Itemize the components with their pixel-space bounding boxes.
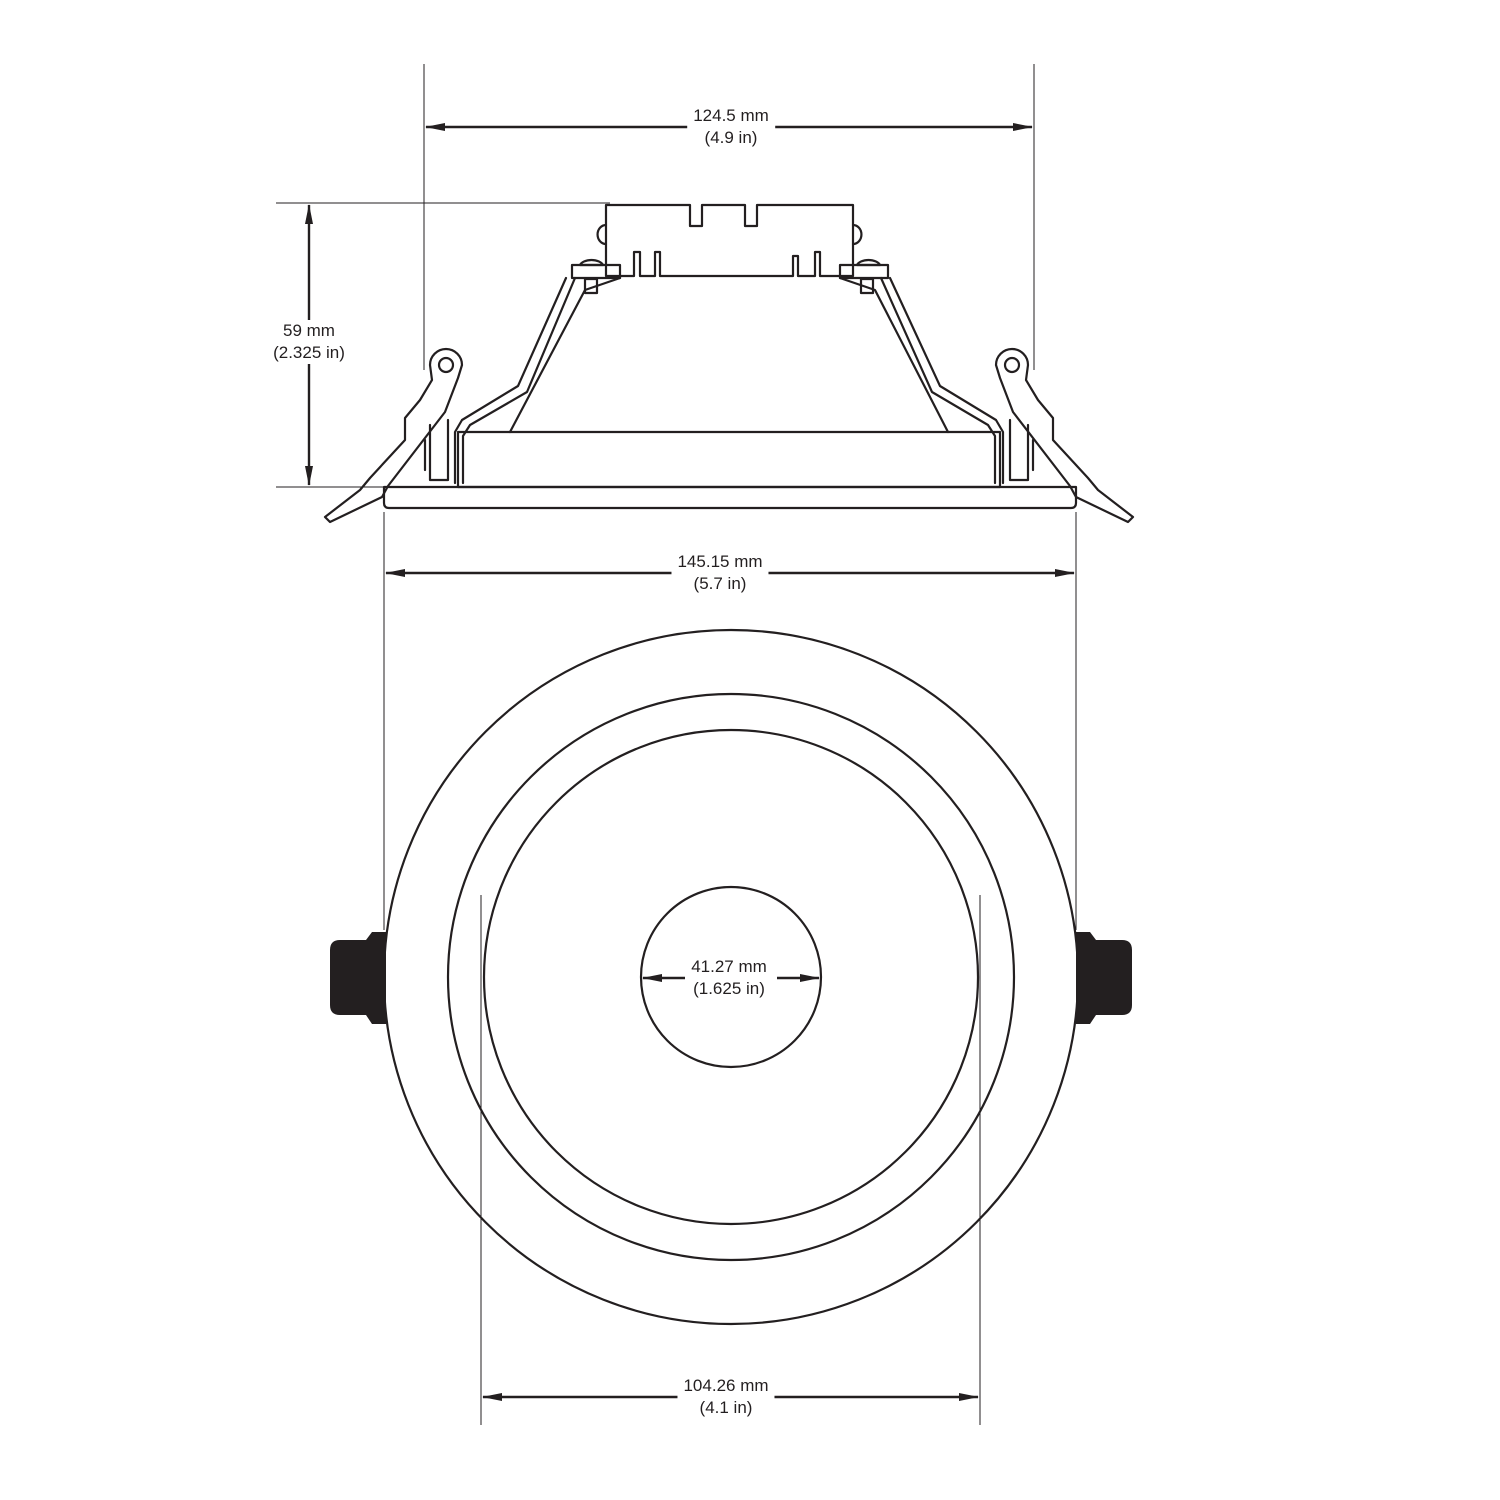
overall-width-in: (5.7 in) xyxy=(693,574,747,593)
middle-ring xyxy=(446,692,1016,1262)
cutout-label: 104.26 mm (4.1 in) xyxy=(677,1375,775,1419)
right-clip-tab xyxy=(1076,932,1132,1024)
center-opening-label: 41.27 mm (1.625 in) xyxy=(685,956,773,1000)
height-label: 59 mm (2.325 in) xyxy=(267,320,351,364)
left-spring-clip xyxy=(323,347,464,524)
right-spring-clip xyxy=(994,347,1135,524)
trim-flange xyxy=(382,485,1078,510)
top-width-label: 124.5 mm (4.9 in) xyxy=(687,105,775,149)
center-opening-in: (1.625 in) xyxy=(693,979,765,998)
overall-width-mm: 145.15 mm xyxy=(677,552,763,571)
top-width-in: (4.9 in) xyxy=(704,128,758,147)
inner-reflector-ring xyxy=(482,728,980,1226)
top-width-mm: 124.5 mm xyxy=(693,106,769,125)
center-opening xyxy=(639,885,823,1069)
height-mm: 59 mm xyxy=(283,321,335,340)
overall-width-label: 145.15 mm (5.7 in) xyxy=(671,551,769,595)
left-clip-tab xyxy=(330,932,386,1024)
right-screw-icon xyxy=(855,258,882,267)
height-in: (2.325 in) xyxy=(273,343,345,362)
left-screw-icon xyxy=(578,258,605,267)
driver-box xyxy=(604,203,855,278)
center-opening-mm: 41.27 mm xyxy=(691,957,767,976)
front-view xyxy=(330,628,1132,1326)
cutout-mm: 104.26 mm xyxy=(683,1376,769,1395)
side-view xyxy=(323,203,1135,524)
housing-body xyxy=(456,430,1002,489)
cutout-in: (4.1 in) xyxy=(699,1398,753,1417)
